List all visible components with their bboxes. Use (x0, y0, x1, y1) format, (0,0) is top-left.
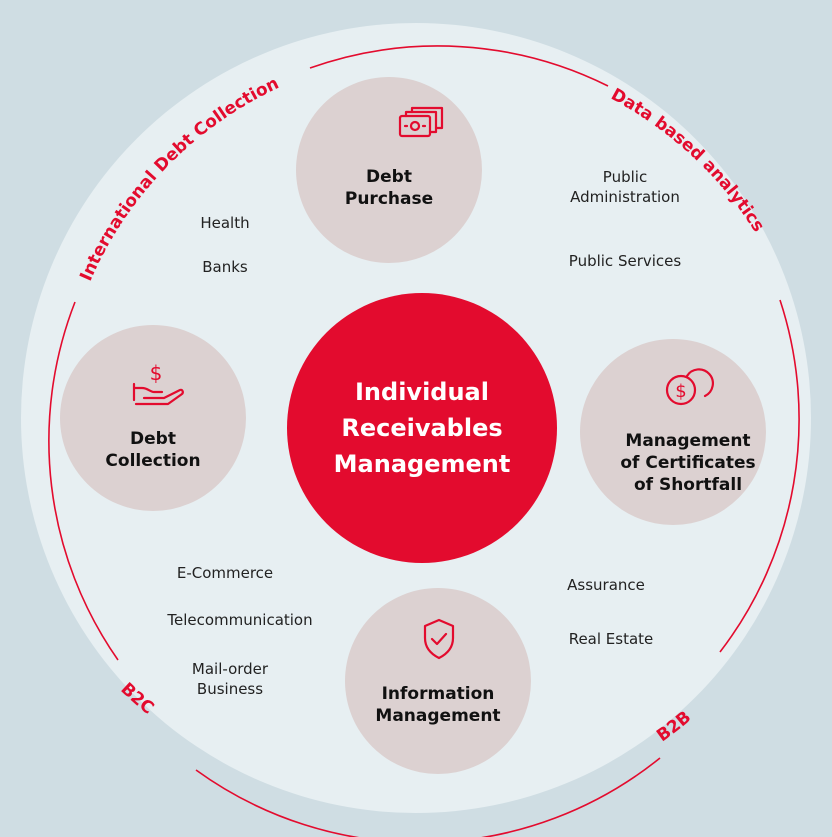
debt-collection-node (60, 325, 246, 511)
sector-label-mail-order-business: Mail-order Business (191, 660, 269, 698)
coins-icon: $ (665, 368, 714, 406)
sector-label-health: Health (200, 214, 250, 232)
information-management-node (345, 588, 531, 774)
money-stack-icon (398, 106, 444, 138)
ring-arc-left (48, 301, 119, 661)
svg-text:$: $ (150, 361, 163, 385)
sector-label-telecommunication: Telecommunication (167, 611, 313, 629)
sector-label-banks: Banks (202, 258, 248, 276)
sector-label-real-estate: Real Estate (568, 630, 654, 648)
debt-collection-title: Debt Collection (105, 429, 201, 471)
certificates-node (580, 339, 766, 525)
shield-check-icon (423, 618, 455, 660)
svg-text:$: $ (675, 381, 686, 402)
sector-label-public-administration: Public Administration (570, 168, 680, 206)
sector-label-e-commerce: E-Commerce (176, 564, 274, 582)
ring-arc-bottom (195, 757, 661, 837)
ring-arc-top (309, 45, 609, 87)
center-node (287, 293, 557, 563)
ring-arc-right (719, 299, 800, 653)
certificates-title: Management of Certificates of Shortfall (620, 431, 756, 495)
ring-arcs (48, 45, 800, 837)
center-title: Individual Receivables Management (333, 378, 511, 478)
sector-label-assurance: Assurance (567, 576, 645, 594)
information-management-title: Information Management (375, 684, 501, 726)
sector-label-public-services: Public Services (568, 252, 682, 270)
debt-purchase-title: Debt Purchase (344, 167, 434, 209)
hand-coin-icon: $ (132, 361, 184, 406)
